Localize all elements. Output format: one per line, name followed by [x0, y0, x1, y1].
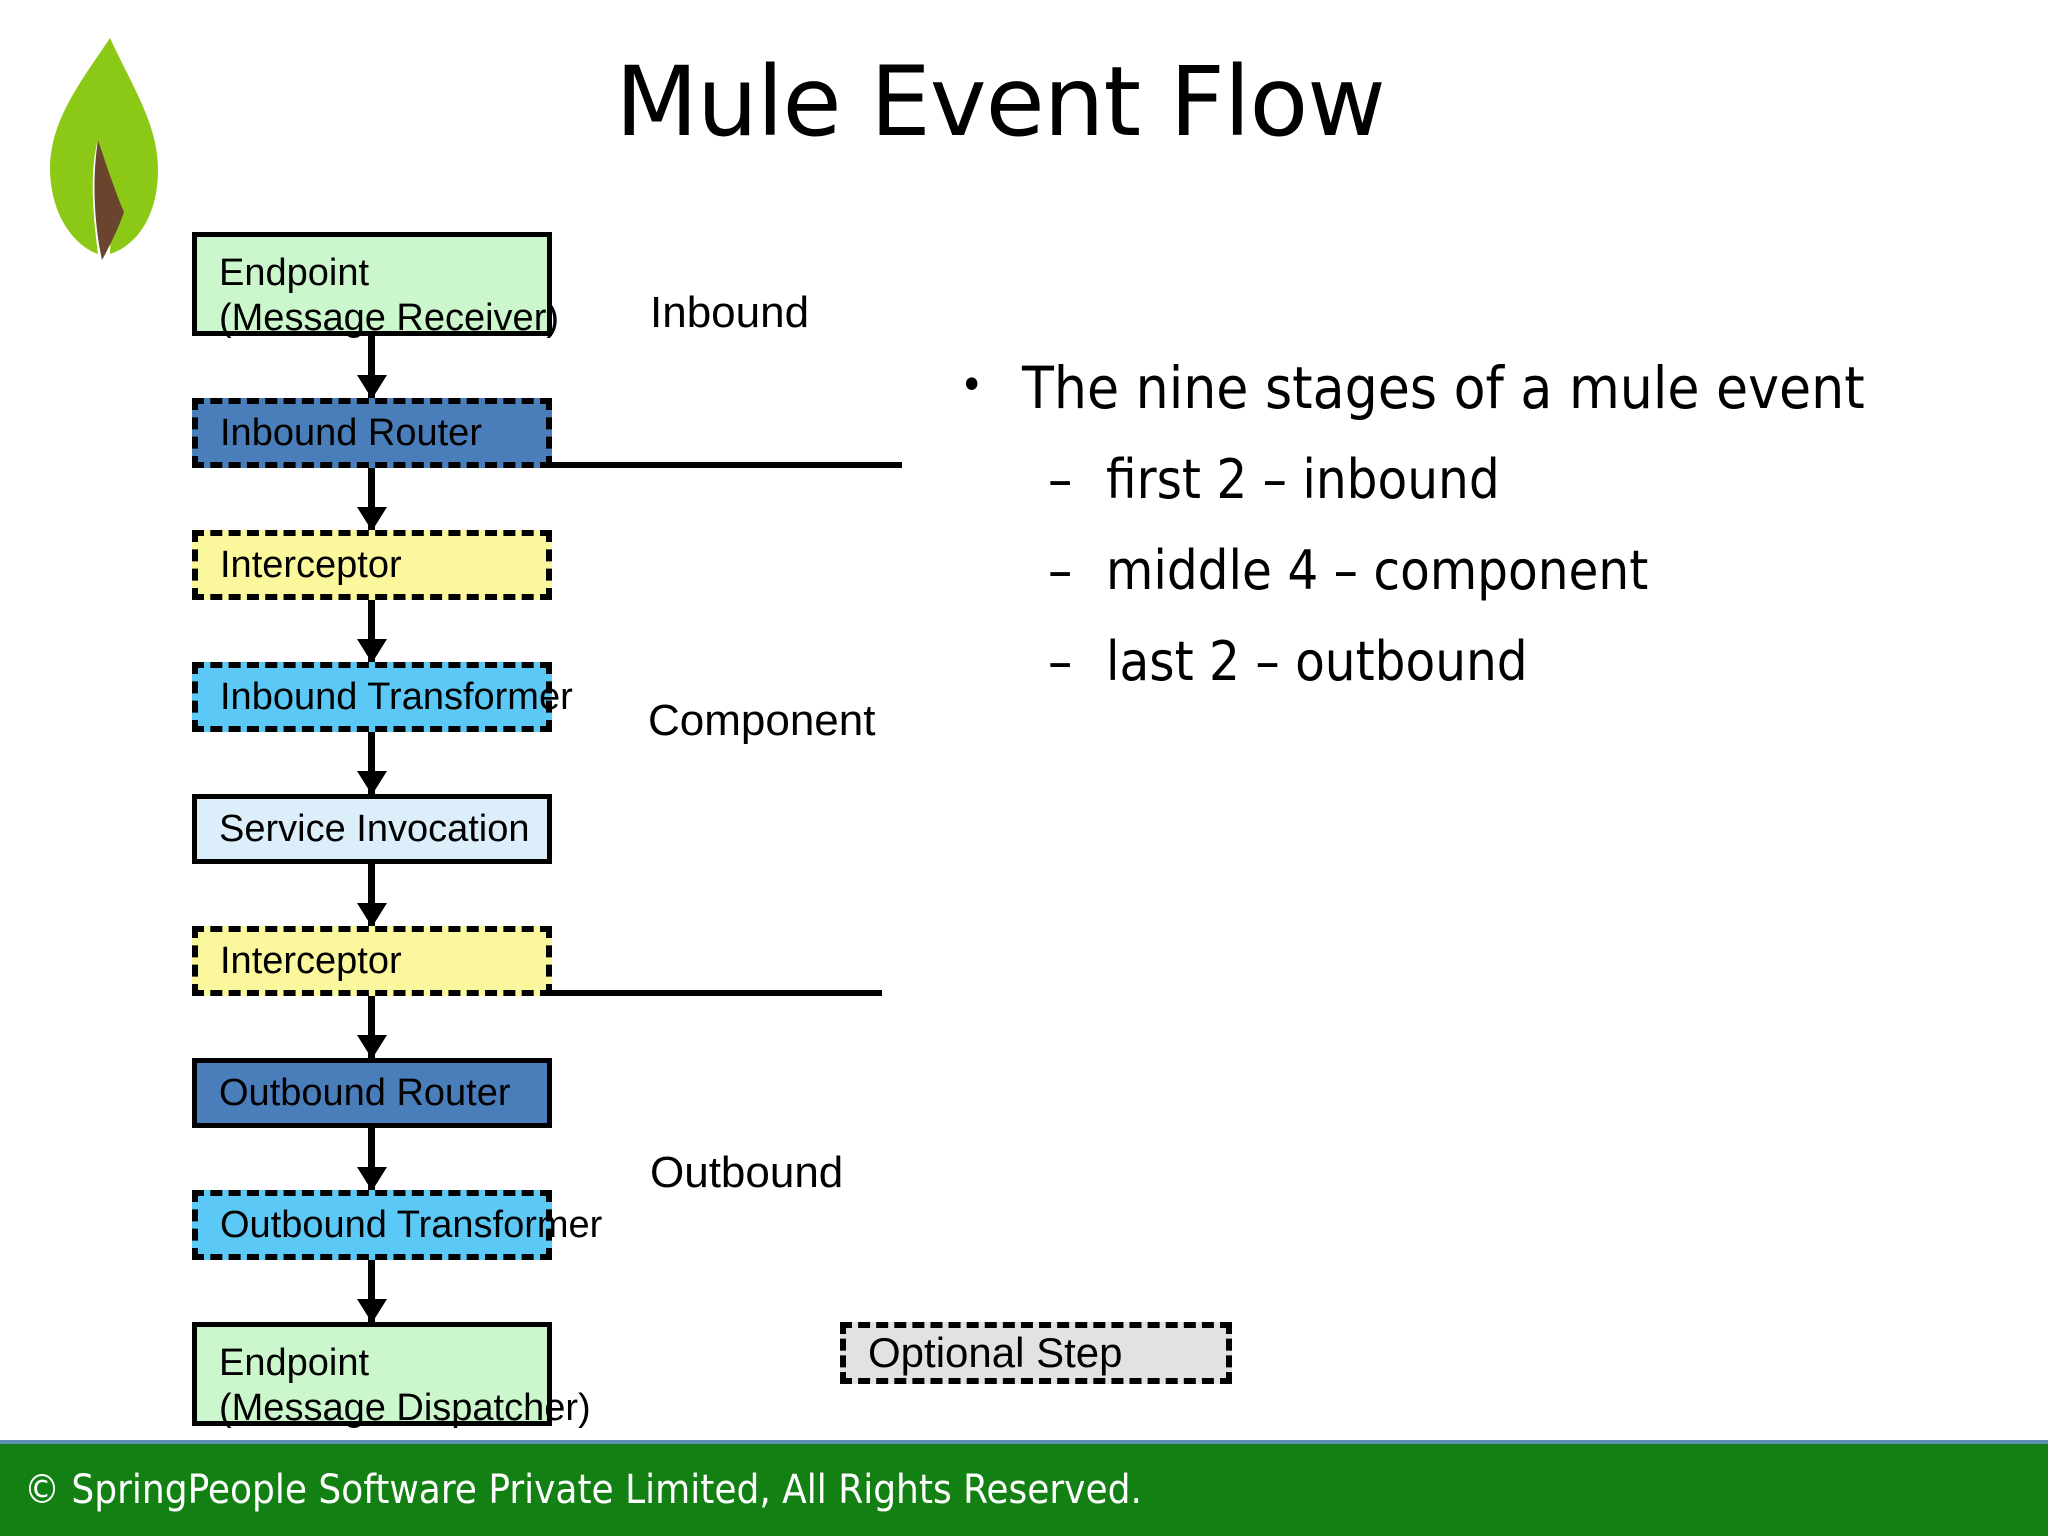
flow-node-label: Inbound Transformer [220, 675, 573, 718]
flow-arrow-6 [368, 996, 375, 1058]
flow-node-endpoint-receiver[interactable]: Endpoint (Message Receiver) [192, 232, 559, 339]
bullet-dash-icon: – [1048, 447, 1073, 511]
flow-arrow-2 [368, 468, 375, 530]
flow-branch-outbound [552, 990, 882, 996]
flow-node-inbound-router[interactable]: Inbound Router [192, 398, 552, 468]
flow-node-service-invocation[interactable]: Service Invocation [192, 794, 552, 864]
zone-label-component: Component [648, 696, 876, 745]
bullet-text-level1: The nine stages of a mule event [1022, 354, 1865, 422]
flow-node-endpoint-dispatcher[interactable]: Endpoint (Message Dispatcher) [192, 1322, 591, 1429]
bullet-list: • The nine stages of a mule event – firs… [960, 352, 2020, 718]
page-title: Mule Event Flow [615, 46, 1386, 158]
flow-node-outbound-transformer[interactable]: Outbound Transformer [192, 1190, 602, 1260]
flow-node-label-line2: (Message Receiver) [219, 296, 559, 339]
legend-optional-step: Optional Step [840, 1322, 1232, 1384]
flow-node-label-line2: (Message Dispatcher) [219, 1386, 591, 1429]
bullet-text-middle4: middle 4 – component [1106, 538, 1649, 602]
flow-node-label: Interceptor [220, 543, 402, 586]
footer-copyright-text: © SpringPeople Software Private Limited,… [24, 1467, 1142, 1513]
flow-node-label: Inbound Router [220, 411, 482, 454]
flow-arrow-8 [368, 1260, 375, 1322]
bullet-text-last2: last 2 – outbound [1106, 629, 1528, 693]
flow-node-label: Service Invocation [219, 807, 530, 850]
flow-arrow-5 [368, 864, 375, 926]
mule-event-flow-diagram: Endpoint (Message Receiver) Inbound Rout… [0, 0, 1000, 1429]
bullet-dot-icon: • [960, 360, 984, 411]
flow-arrow-4 [368, 732, 375, 794]
flow-arrow-1 [368, 336, 375, 398]
zone-label-inbound: Inbound [650, 288, 810, 337]
flow-node-label: Outbound Router [219, 1071, 511, 1114]
bullet-dash-icon: – [1048, 538, 1073, 602]
bullet-text-first2: first 2 – inbound [1106, 447, 1500, 511]
flow-node-label: Outbound Transformer [220, 1203, 603, 1246]
flow-node-interceptor-1[interactable]: Interceptor [192, 530, 552, 600]
flow-branch-inbound [552, 462, 902, 468]
flow-node-label-line1: Endpoint [219, 1342, 370, 1384]
footer-bar: © SpringPeople Software Private Limited,… [0, 1440, 2048, 1536]
flow-arrow-7 [368, 1128, 375, 1190]
legend-label: Optional Step [868, 1329, 1123, 1376]
bullet-item-level1: • The nine stages of a mule event [960, 352, 2020, 425]
flow-arrow-3 [368, 600, 375, 662]
flow-node-interceptor-2[interactable]: Interceptor [192, 926, 552, 996]
flow-node-label: Interceptor [220, 939, 402, 982]
flow-node-label-line1: Endpoint [219, 252, 370, 294]
bullet-dash-icon: – [1048, 629, 1073, 693]
springpeople-leaf-logo [32, 28, 172, 268]
bullet-item-middle4: – middle 4 – component [1048, 536, 2020, 605]
zone-label-outbound: Outbound [650, 1148, 844, 1197]
flow-node-outbound-router[interactable]: Outbound Router [192, 1058, 552, 1128]
flow-node-inbound-transformer[interactable]: Inbound Transformer [192, 662, 573, 732]
bullet-item-first2: – first 2 – inbound [1048, 445, 2020, 514]
bullet-item-last2: – last 2 – outbound [1048, 627, 2020, 696]
